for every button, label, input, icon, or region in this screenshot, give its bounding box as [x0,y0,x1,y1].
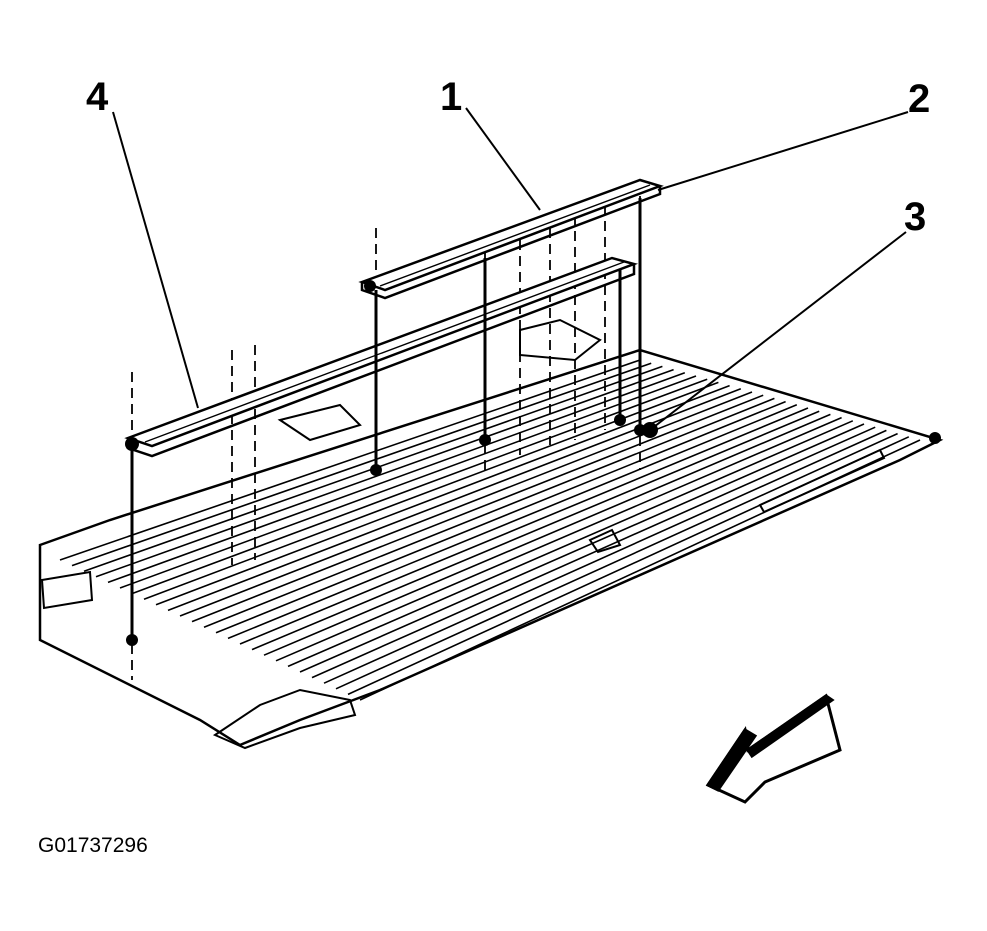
fasteners [125,198,941,646]
bolt-head [370,464,382,476]
bolt-head [479,434,491,446]
floor-rib [71,362,652,567]
rear-cargo-rail [358,178,664,300]
bolt-head [126,634,138,646]
floor-rib [335,432,898,690]
floor-plug [588,528,622,554]
floor-rib [323,429,887,684]
floor-rib [251,410,820,651]
floor-channel [758,448,886,514]
floor-rib [239,407,809,645]
rail-fastener [364,280,376,292]
floor-details [40,318,886,750]
callout-3: 3 [904,195,926,239]
callout-1: 1 [440,75,462,119]
floor-rib [131,378,708,595]
floor-rib [311,426,876,679]
floor-bracket [212,688,357,750]
figure-id: G01737296 [38,834,148,857]
floor-rib [263,413,831,656]
floor-rib [107,372,686,584]
floor-rib [287,420,854,668]
floor-rib [227,404,798,640]
floor-rib [299,423,865,673]
floor-rib [191,394,764,623]
floor-panel-edge [40,570,94,610]
floor-ribs [59,359,921,701]
callout-2: 2 [908,77,930,121]
rear-bracket [519,318,602,362]
floor-rib [95,368,674,578]
floor-rib [155,384,730,606]
callout-4: 4 [86,75,109,119]
front-bracket [277,403,362,442]
floor-rib [59,359,641,561]
floor-rib [275,416,842,662]
front-direction-arrow-icon [705,693,842,804]
floor-rib [215,400,786,634]
floor-rib [119,375,697,589]
floor-panel [38,318,944,750]
bolt-head [614,414,626,426]
callout-leader-lines [112,107,909,431]
floor-anchor [929,432,941,444]
rail-fastener [125,437,139,451]
floor-rib [203,397,775,628]
